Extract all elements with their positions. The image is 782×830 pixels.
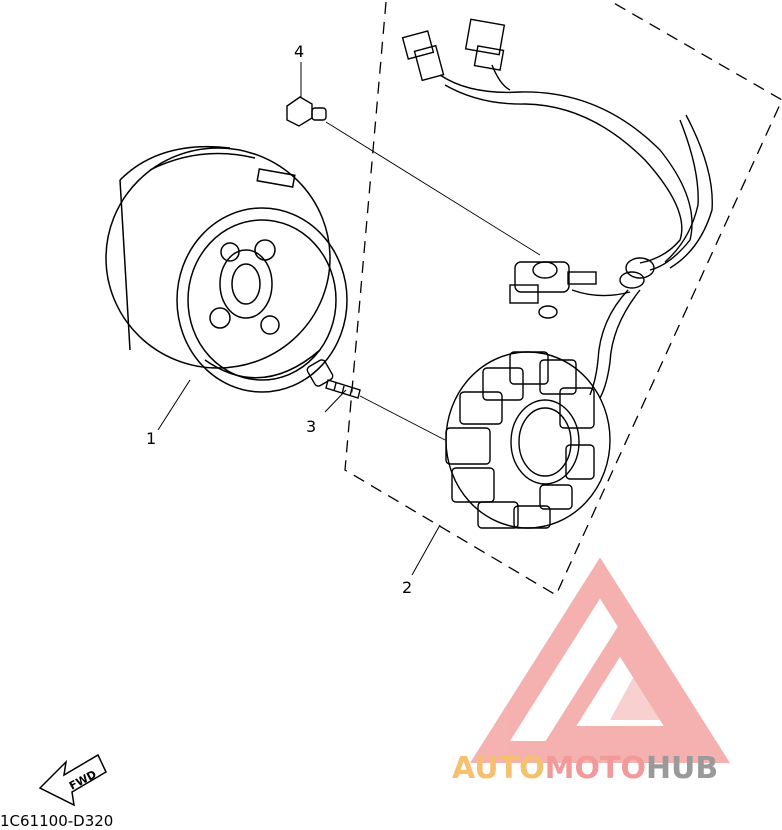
watermark-part-auto: AUTO [452,751,545,786]
callout-2: 2 [402,578,412,597]
assembly-boundary [344,1,782,596]
watermark-logo-icon [470,557,730,763]
rotor-icon [105,145,348,393]
stator-bolt-icon [306,359,361,399]
callout-4: 4 [294,42,304,61]
drawing-code: 1C61100-D320 [0,812,113,830]
callout-1: 1 [146,429,156,448]
leader-line-3 [359,395,446,441]
callout-line-1 [157,379,191,431]
watermark-part-hub: HUB [646,751,718,786]
watermark-text: AUTOMOTOHUB [452,751,718,786]
pickup-bolt-icon [286,96,327,127]
fwd-arrow-icon: FWD [38,753,107,807]
callout-line-2 [411,524,441,576]
callout-3: 3 [306,417,316,436]
watermark-part-moto: MOTO [545,751,646,786]
callout-line-3 [324,389,347,413]
stator-assembly-icon [401,18,713,529]
leader-line-4 [325,121,541,256]
